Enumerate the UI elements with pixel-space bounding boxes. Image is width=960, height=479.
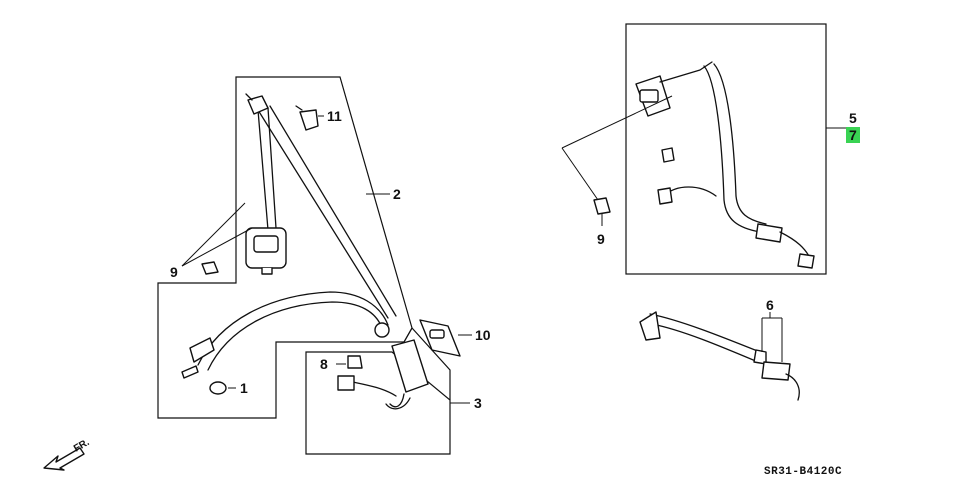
callout-2: 2 [393, 186, 401, 202]
callout-11: 11 [327, 108, 342, 124]
callout-9-right: 9 [597, 231, 605, 247]
part-6-lap-belt [639, 311, 800, 401]
callout-5: 5 [849, 110, 857, 126]
buckle-assembly [337, 339, 429, 410]
callout-3: 3 [474, 395, 482, 411]
callout-7: 7 [849, 127, 857, 143]
part-11-cover [295, 105, 319, 131]
front-seat-belt-assembly [181, 93, 397, 379]
part-10-buckle [419, 319, 461, 357]
callout-7-highlight [846, 127, 860, 143]
callout-9-left: 9 [170, 264, 178, 280]
direction-label: FR. [72, 437, 92, 455]
callout-8: 8 [320, 356, 328, 372]
rear-belt-group-box [625, 23, 827, 275]
callout-1: 1 [240, 380, 248, 396]
buckle-group-box [305, 351, 451, 455]
part-1-cap [209, 381, 227, 395]
rear-seat-belt-assembly [635, 61, 815, 269]
callout-10: 10 [475, 327, 491, 343]
part-8-clip [347, 355, 363, 369]
front-belt-group-box [157, 76, 413, 419]
front-direction-arrow-icon [43, 447, 85, 471]
diagram-code: SR31-B4120C [764, 466, 842, 478]
callout-6: 6 [766, 297, 774, 313]
